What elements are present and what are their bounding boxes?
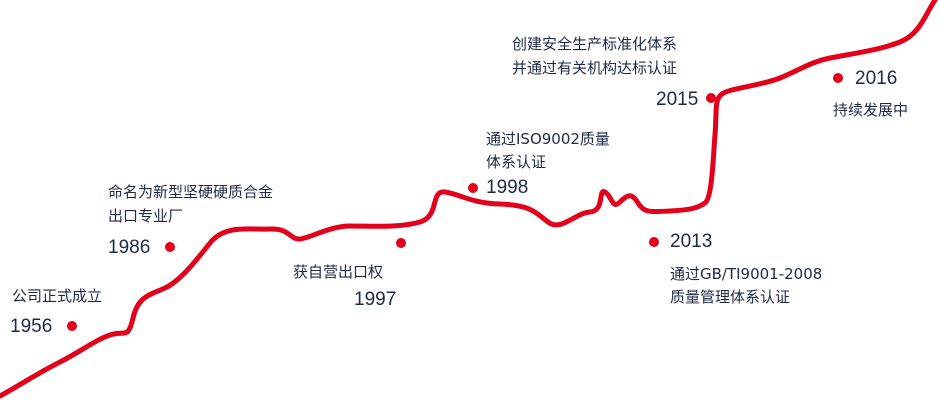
event-1986-desc-1: 命名为新型坚硬硬质合金 (108, 183, 274, 201)
event-2013-desc-2: 质量管理体系认证 (670, 288, 791, 306)
event-1986-dot (165, 242, 175, 252)
event-1998-desc-1: 通过ISO9002质量 (486, 130, 610, 148)
event-2015-dot (706, 93, 716, 103)
event-2015-desc-2: 并通过有关机构达标认证 (512, 59, 678, 77)
event-1997-year: 1997 (354, 289, 397, 310)
event-1986-desc-2: 出口专业厂 (108, 207, 184, 225)
event-2013-dot (649, 237, 659, 247)
event-2016-dot (833, 73, 843, 83)
event-1998-desc-2: 体系认证 (486, 153, 547, 171)
event-2013-year: 2013 (670, 231, 713, 252)
event-1997-dot (396, 238, 406, 248)
event-2013-desc-1: 通过GB/TI9001-2008 (670, 265, 823, 283)
event-1986-year: 1986 (108, 237, 151, 258)
event-1997-desc: 获自营出口权 (293, 263, 384, 281)
event-1956-year: 1956 (10, 316, 53, 337)
event-2016-desc: 持续发展中 (833, 101, 909, 119)
event-1998-year: 1998 (486, 177, 529, 198)
event-2015-desc-1: 创建安全生产标准化体系 (512, 35, 678, 53)
event-2015-year: 2015 (656, 89, 699, 110)
event-2016-year: 2016 (855, 68, 898, 89)
event-1956-dot (67, 321, 77, 331)
event-1956-desc: 公司正式成立 (12, 287, 103, 305)
event-1998-dot (468, 183, 478, 193)
